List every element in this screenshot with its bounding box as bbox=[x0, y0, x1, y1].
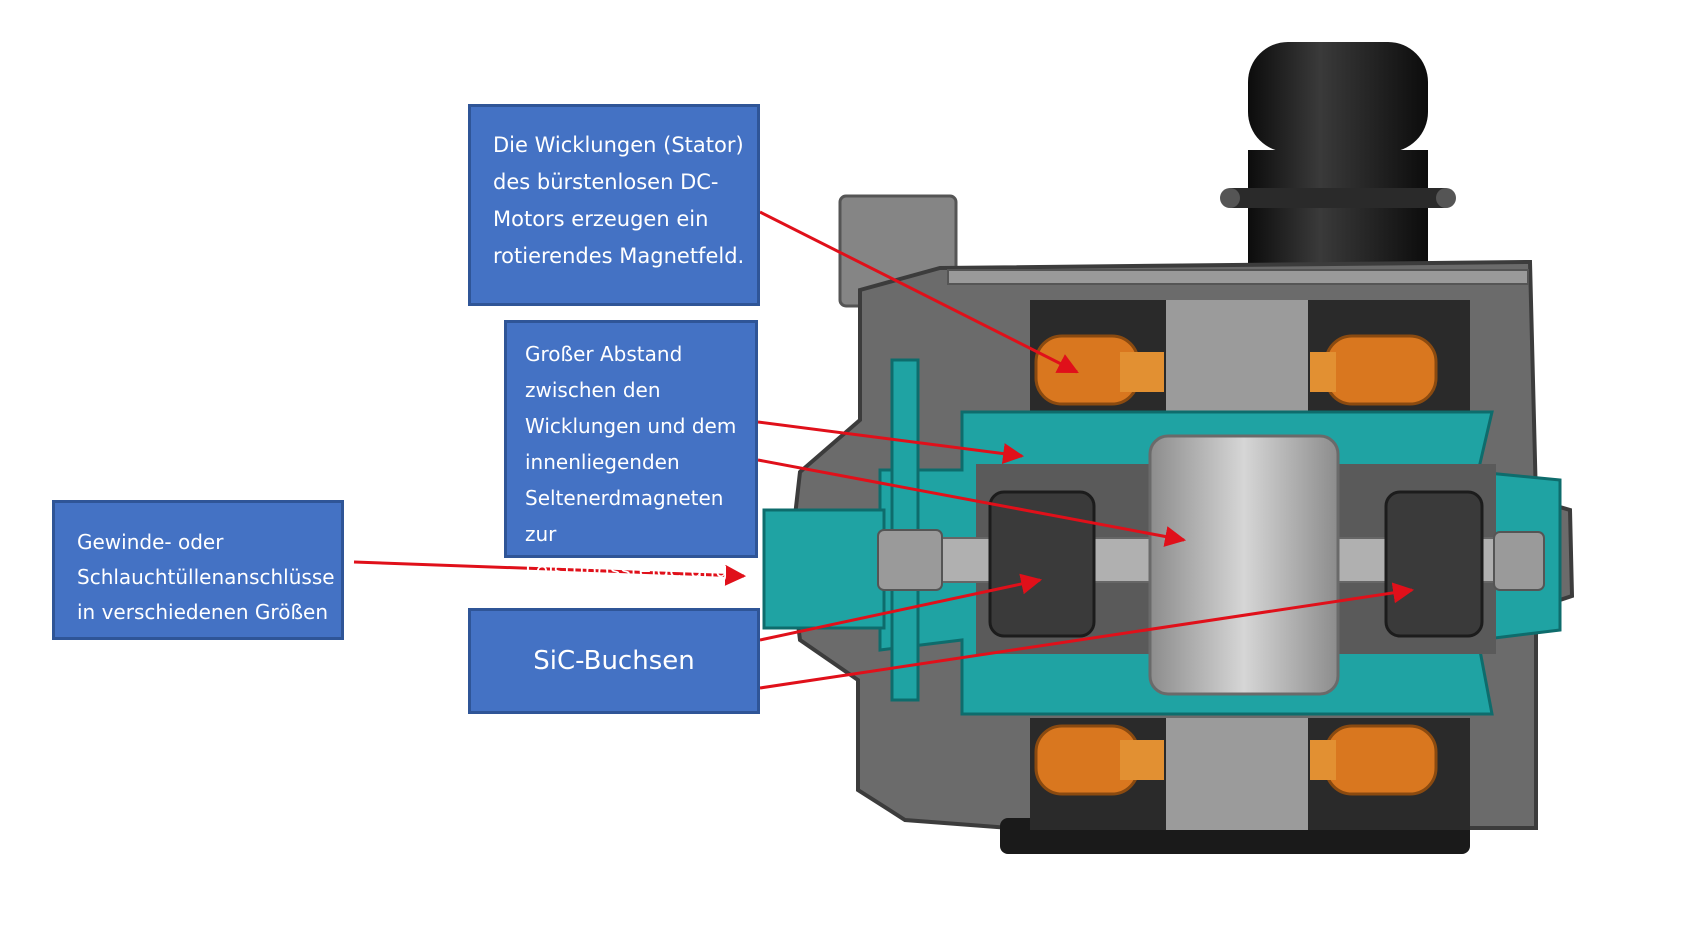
nut-right bbox=[1493, 531, 1545, 591]
rotor-magnet bbox=[1148, 434, 1340, 696]
callout-bushings-text: SiC-Buchsen bbox=[533, 646, 695, 676]
arrow-to-connection bbox=[353, 560, 747, 586]
bushing-left bbox=[988, 490, 1096, 638]
nut-left bbox=[877, 529, 943, 591]
arrow-to-bushing-left bbox=[759, 573, 1043, 642]
callout-stator-text: Die Wicklungen (Stator) des bürstenlosen… bbox=[493, 133, 745, 268]
annotation-arrows bbox=[353, 210, 1415, 690]
callout-stator: Die Wicklungen (Stator) des bürstenlosen… bbox=[468, 104, 760, 306]
callout-gap: Großer Abstand zwischen den Wicklungen u… bbox=[504, 320, 758, 582]
arrow-to-gap bbox=[757, 420, 1025, 464]
arrow-to-winding bbox=[759, 210, 1079, 374]
arrow-to-bushing-right bbox=[759, 582, 1415, 690]
callout-connections-text: Gewinde- oder Schlauchtüllenanschlüsse i… bbox=[77, 530, 335, 624]
stator bbox=[1030, 300, 1470, 830]
callout-gap-text: Großer Abstand zwischen den Wicklungen u… bbox=[525, 342, 737, 582]
winding-bottom-right bbox=[1324, 724, 1438, 796]
bushing-right bbox=[1384, 490, 1484, 638]
motor-cap bbox=[1220, 42, 1456, 290]
winding-top-right bbox=[1324, 334, 1438, 406]
arrow-to-magnet bbox=[757, 458, 1187, 547]
callout-bushings: SiC-Buchsen bbox=[468, 608, 760, 714]
callout-connections: Gewinde- oder Schlauchtüllenanschlüsse i… bbox=[52, 500, 344, 640]
